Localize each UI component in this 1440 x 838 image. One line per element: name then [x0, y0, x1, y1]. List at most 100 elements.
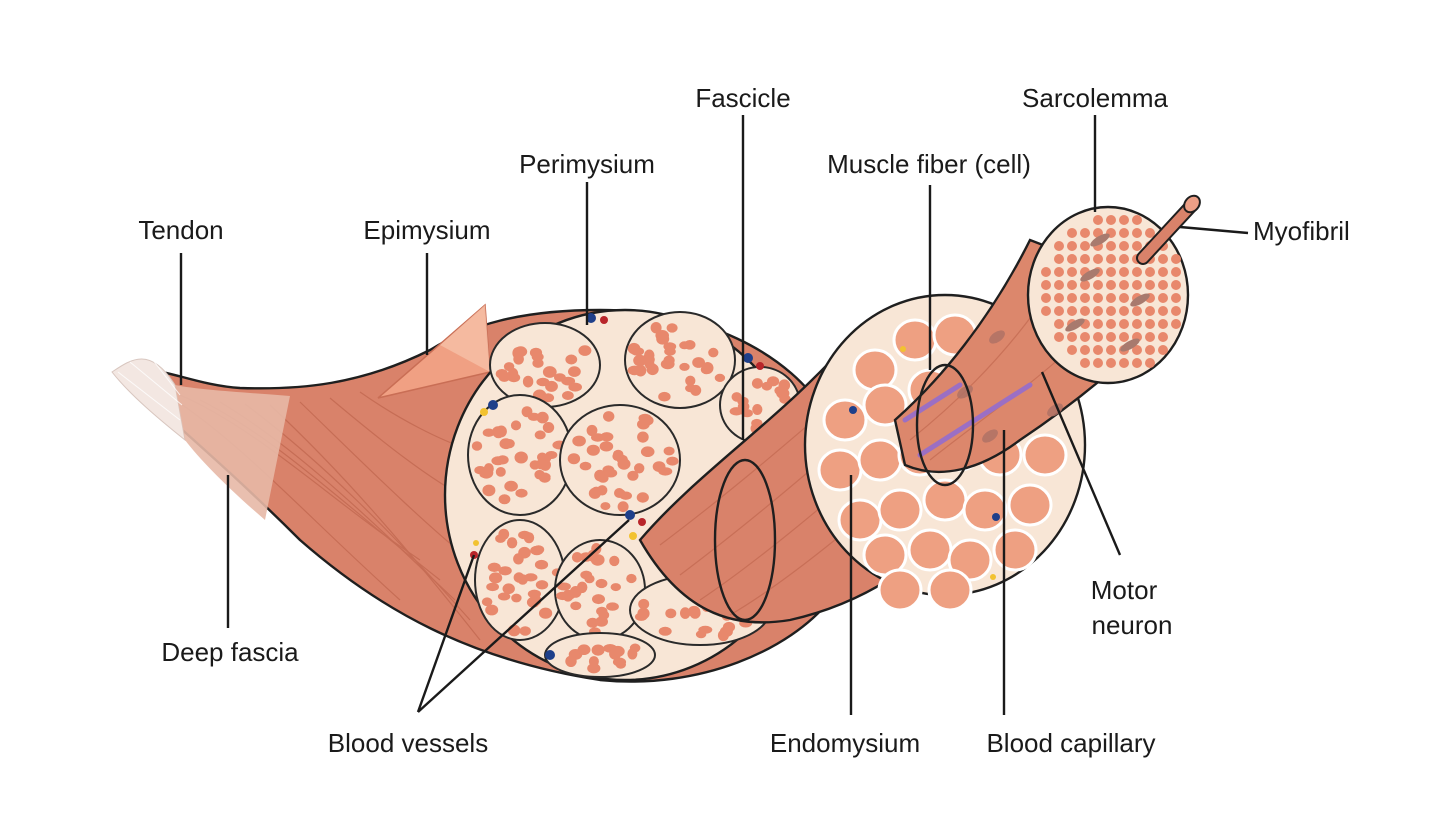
label-deep-fascia: Deep fascia [161, 637, 299, 667]
fiber-dot [532, 358, 544, 368]
muscle-fiber-cross-section [837, 498, 883, 542]
myofibril-dot [1145, 319, 1155, 329]
fiber-dot [638, 598, 650, 610]
fiber-dot [708, 347, 719, 358]
fiber-dot [684, 340, 696, 350]
myofibril-dot [1067, 267, 1077, 277]
myofibril-dot [1158, 332, 1168, 342]
myofibril-dot [1158, 319, 1168, 329]
fiber-dot [752, 404, 763, 415]
myofibril-dot [1080, 241, 1090, 251]
fiber-dot [565, 354, 578, 365]
fiber-dot [542, 366, 557, 378]
leader-lines [179, 115, 1249, 715]
fiber-dot [571, 552, 583, 563]
fiber-dot [590, 554, 605, 566]
fiber-dot [570, 601, 582, 611]
muscle-fiber-cross-section [927, 568, 973, 612]
fiber-dot [495, 467, 506, 477]
fiber-dot [687, 605, 701, 618]
fiber-dot [600, 432, 614, 442]
label-perimysium: Perimysium [519, 149, 655, 179]
fiber-dot [660, 359, 675, 370]
muscle-fiber-cross-section [877, 568, 923, 612]
fascicle-vessels [849, 346, 1000, 580]
fiber-dot [629, 643, 641, 653]
myofibril-dot [1158, 254, 1168, 264]
myofibril-dot [1171, 254, 1181, 264]
fiber-dot [579, 461, 592, 471]
fiber-dot [731, 392, 742, 402]
fiber-dot [510, 420, 522, 431]
fiber-dot [584, 574, 595, 584]
fiber-dot [498, 566, 512, 576]
fiber-dot [627, 470, 639, 481]
muscle-fiber-cross-section [862, 383, 908, 427]
fiber-dot [545, 380, 558, 392]
fiber-dot [504, 480, 518, 492]
myofibril-dot [1080, 254, 1090, 264]
fiber-dot [767, 376, 780, 387]
fiber-dot [616, 454, 628, 464]
fiber-dot [534, 559, 549, 570]
labels: Fascicle Sarcolemma Perimysium Muscle fi… [138, 83, 1349, 758]
myofibril-dot [1093, 293, 1103, 303]
fiber-dot [714, 373, 726, 382]
fiber-dot [514, 451, 528, 464]
fascicle-outline [624, 311, 736, 409]
myofibril-dot [1093, 254, 1103, 264]
muscle-fiber-cross-section [907, 528, 953, 572]
myofibril-dot [1080, 358, 1090, 368]
label-epimysium: Epimysium [363, 215, 490, 245]
leader-myofibril [1179, 225, 1249, 235]
fiber-dot [515, 488, 528, 498]
fiber-dot [554, 373, 566, 382]
fiber-dot [599, 441, 614, 452]
fiber-dot [640, 446, 655, 458]
myofibril-dot [1080, 345, 1090, 355]
fiber-dot [497, 592, 511, 601]
fiber-dot [685, 375, 696, 386]
myofibril-dot [1106, 332, 1116, 342]
myofibril-dot [1132, 280, 1142, 290]
myofibril-dot [1054, 254, 1064, 264]
fiber-dot [499, 438, 513, 450]
leader-blood-vessels-a [416, 554, 476, 713]
fiber-dot [634, 612, 648, 621]
myofibril-dot [1106, 280, 1116, 290]
myofibril-dot [1119, 241, 1129, 251]
label-blood-capillary: Blood capillary [986, 728, 1155, 758]
myofibril-dot [1067, 345, 1077, 355]
myofibril-dot [1106, 215, 1116, 225]
myofibril-dot [1093, 215, 1103, 225]
fiber-dot [666, 323, 678, 333]
fiber-dot [729, 407, 744, 416]
tendon-shape [111, 358, 186, 442]
myofibril-dot [1106, 241, 1116, 251]
myofibril-dot [1080, 306, 1090, 316]
fiber-dot [663, 446, 675, 456]
fiber-dot [626, 573, 637, 584]
fiber-dot [656, 333, 670, 345]
myofibril-dot [1054, 293, 1064, 303]
myofibril-dot [1080, 293, 1090, 303]
fiber-dot [485, 604, 499, 616]
fiber-dot [471, 441, 483, 451]
label-blood-vessels: Blood vessels [328, 728, 488, 758]
leader-motor-neuron [1040, 371, 1122, 556]
fiber-dot [518, 530, 531, 540]
myofibril-dot [1106, 345, 1116, 355]
muscle-fiber-cross-section [1022, 433, 1068, 477]
myofibril-dot [1067, 280, 1077, 290]
fiber-dot [568, 382, 582, 392]
myofibril-dot [1171, 267, 1181, 277]
fiber-dot [578, 345, 592, 356]
leader-blood-vessels-b [417, 519, 630, 713]
fiber-dot [513, 572, 525, 583]
fiber-dot [658, 391, 671, 402]
label-muscle-fiber: Muscle fiber (cell) [827, 149, 1031, 179]
fiber-dot [572, 435, 586, 447]
myofibril-dot [1171, 280, 1181, 290]
fiber-dot [492, 426, 504, 438]
